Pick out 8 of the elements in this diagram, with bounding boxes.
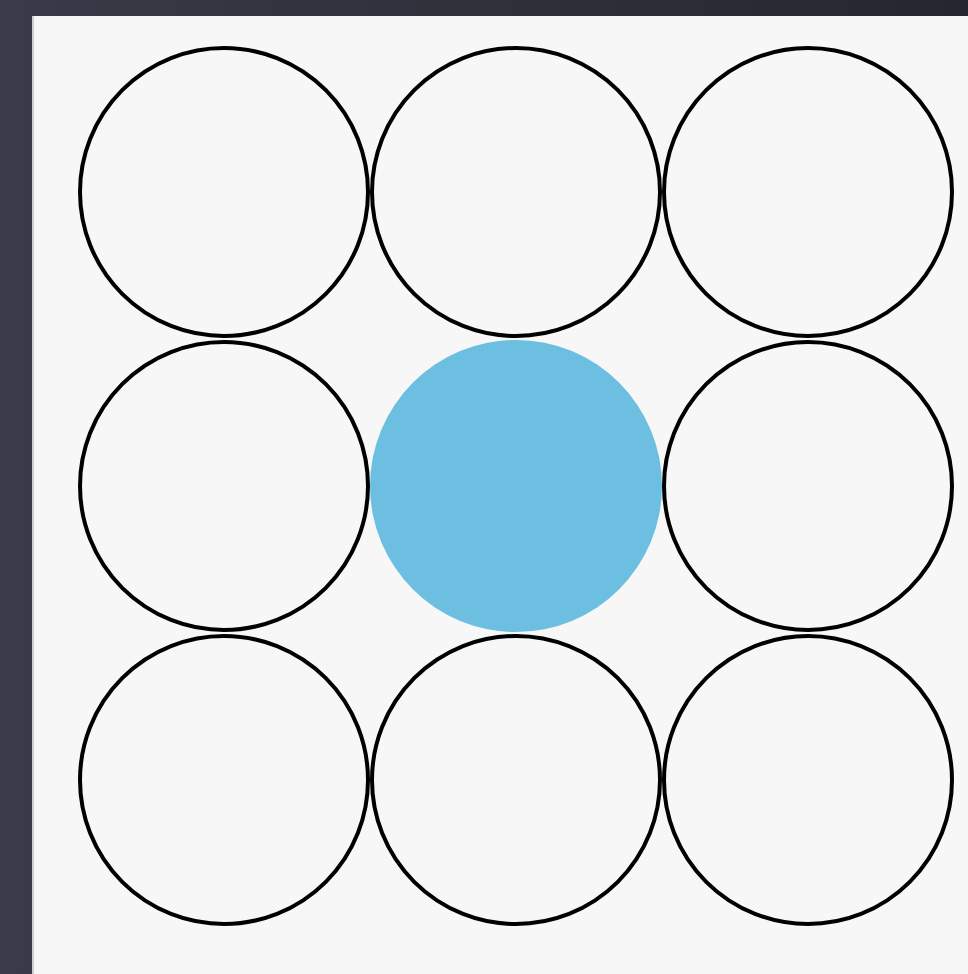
circle-outline [78, 340, 370, 632]
circle-outline [370, 46, 662, 338]
circle-outline [78, 634, 370, 926]
circle-outline [78, 46, 370, 338]
circle-outline [662, 634, 954, 926]
circle-outline [662, 340, 954, 632]
circle-outline [370, 634, 662, 926]
circle-outline [662, 46, 954, 338]
